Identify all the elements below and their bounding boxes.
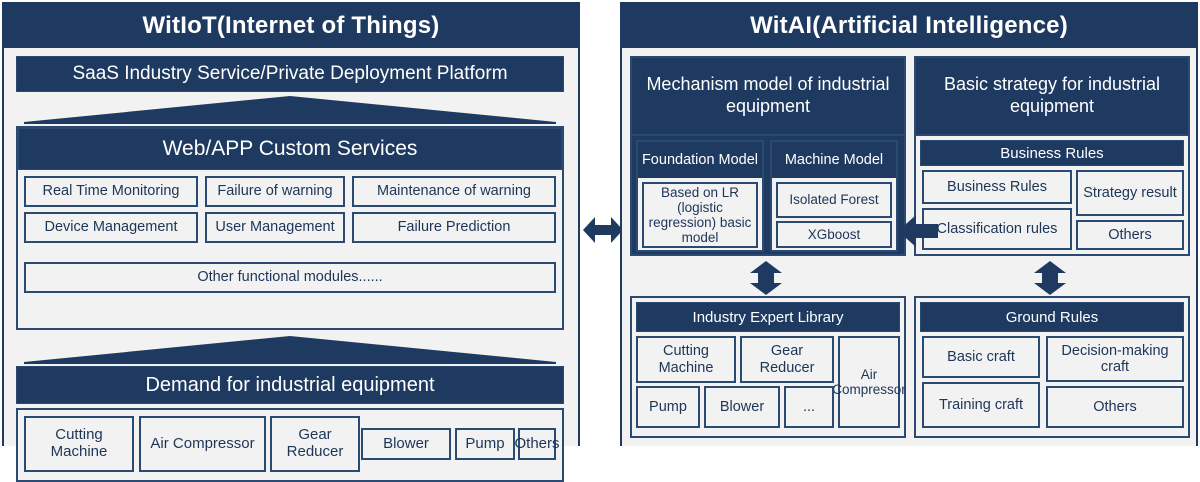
double-arrow-vertical-icon-rules [1028, 261, 1072, 295]
panel-witai: WitAI(Artificial Intelligence) Mechanism… [620, 2, 1198, 446]
equipment-pump[interactable]: Pump [455, 428, 515, 460]
industry-expert-library-group: Industry Expert Library Cutting Machine … [630, 296, 906, 438]
foundation-model-item[interactable]: Based on LR (logistic regression) basic … [642, 182, 758, 248]
demand-industrial-equipment-bar: Demand for industrial equipment [16, 366, 564, 404]
webapp-services-bar: Web/APP Custom Services [18, 128, 562, 170]
mechanism-models-group: Foundation Model Based on LR (logistic r… [630, 134, 906, 256]
service-other-functional-modules[interactable]: Other functional modules...... [24, 262, 556, 293]
panel-witiot: WitIoT(Internet of Things) SaaS Industry… [2, 2, 580, 482]
business-rules-group: Business Rules Business Rules Classifica… [914, 134, 1190, 256]
service-failure-prediction[interactable]: Failure Prediction [352, 212, 556, 243]
saas-platform-bar: SaaS Industry Service/Private Deployment… [16, 56, 564, 92]
chevron-up-icon-bottom [24, 336, 556, 364]
foundation-model-title: Foundation Model [638, 142, 762, 178]
library-air-compressor[interactable]: Air Compressor [832, 336, 906, 428]
double-arrow-horizontal-icon [583, 210, 623, 250]
double-arrow-vertical-icon-mechanism [744, 261, 788, 295]
webapp-services-group: Web/APP Custom Services Real Time Monito… [16, 126, 564, 330]
library-blower[interactable]: Blower [704, 386, 780, 428]
service-device-management[interactable]: Device Management [24, 212, 198, 243]
service-user-management[interactable]: User Management [205, 212, 345, 243]
service-real-time-monitoring[interactable]: Real Time Monitoring [24, 176, 198, 207]
basic-strategy-heading: Basic strategy for industrial equipment [914, 56, 1190, 136]
service-failure-of-warning[interactable]: Failure of warning [205, 176, 345, 207]
chevron-up-icon-top [24, 96, 556, 124]
machine-model-xgboost[interactable]: XGboost [776, 221, 892, 248]
machine-model-box: Machine Model Isolated Forest XGboost [770, 140, 898, 252]
machine-model-isolated-forest[interactable]: Isolated Forest [776, 182, 892, 218]
ground-rules-bar: Ground Rules [920, 302, 1184, 332]
library-others[interactable]: ... [784, 386, 834, 428]
ground-rules-item-others[interactable]: Others [1046, 386, 1184, 428]
equipment-cutting-machine[interactable]: Cutting Machine [24, 416, 134, 472]
industry-expert-library-bar: Industry Expert Library [636, 302, 900, 332]
ground-rules-item-basic-craft[interactable]: Basic craft [922, 336, 1040, 378]
equipment-gear-reducer[interactable]: Gear Reducer [270, 416, 360, 472]
machine-model-title: Machine Model [772, 142, 896, 178]
mechanism-model-heading: Mechanism model of industrial equipment [630, 56, 906, 136]
business-rules-item-others[interactable]: Others [1076, 220, 1184, 250]
library-gear-reducer[interactable]: Gear Reducer [740, 336, 834, 383]
basic-strategy-column: Basic strategy for industrial equipment … [914, 56, 1190, 438]
foundation-model-box: Foundation Model Based on LR (logistic r… [636, 140, 764, 252]
panel-witiot-body: SaaS Industry Service/Private Deployment… [4, 48, 578, 482]
library-pump[interactable]: Pump [636, 386, 700, 428]
ground-rules-item-decision-making-craft[interactable]: Decision-making craft [1046, 336, 1184, 382]
service-maintenance-of-warning[interactable]: Maintenance of warning [352, 176, 556, 207]
equipment-air-compressor[interactable]: Air Compressor [139, 416, 266, 472]
equipment-blower[interactable]: Blower [361, 428, 451, 460]
panel-witiot-title: WitIoT(Internet of Things) [4, 4, 578, 48]
equipment-group: Cutting Machine Air Compressor Gear Redu… [16, 408, 564, 482]
arrow-left-icon [898, 212, 938, 250]
ground-rules-group: Ground Rules Basic craft Training craft … [914, 296, 1190, 438]
mechanism-model-column: Mechanism model of industrial equipment … [630, 56, 906, 438]
ground-rules-item-training-craft[interactable]: Training craft [922, 382, 1040, 428]
business-rules-item-strategy-result[interactable]: Strategy result [1076, 170, 1184, 216]
panel-witai-body: Mechanism model of industrial equipment … [622, 48, 1196, 446]
panel-witai-title: WitAI(Artificial Intelligence) [622, 4, 1196, 48]
business-rules-bar: Business Rules [920, 140, 1184, 166]
business-rules-item-business-rules[interactable]: Business Rules [922, 170, 1072, 204]
business-rules-item-classification-rules[interactable]: Classification rules [922, 208, 1072, 250]
equipment-others[interactable]: Others [515, 428, 560, 460]
library-cutting-machine[interactable]: Cutting Machine [636, 336, 736, 383]
